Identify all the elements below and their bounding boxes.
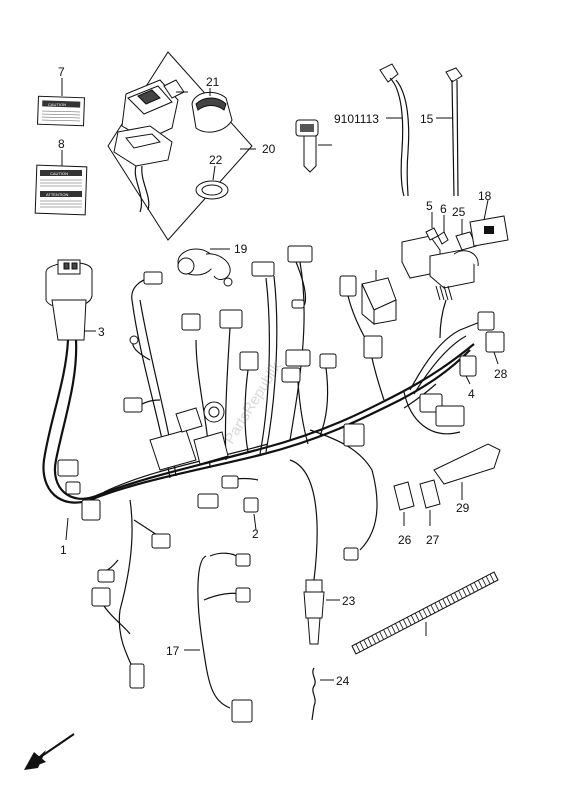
caution-label-7: CAUTION — [37, 78, 85, 127]
label-25: 28 — [494, 367, 508, 381]
label-23: 26 — [398, 533, 412, 547]
spring-21 — [311, 667, 334, 721]
label-24: 27 — [426, 533, 440, 547]
connector-2 — [243, 497, 259, 531]
label-26: 29 — [456, 501, 470, 515]
label-8: 8 — [58, 137, 65, 151]
bracket-26 — [433, 443, 501, 500]
main-wiring-harness-1 — [42, 245, 505, 689]
label-8-subtitle: ATTENTION — [46, 192, 68, 197]
label-7: 7 — [58, 65, 65, 79]
socket-cap-16 — [177, 248, 233, 287]
label-14: 17 — [166, 644, 180, 658]
key-28 — [295, 119, 332, 173]
label-2: 2 — [252, 527, 259, 541]
label-8-title: CAUTION — [50, 171, 68, 176]
label-6: 6 — [440, 202, 447, 216]
label-1: 1 — [60, 543, 67, 557]
corrugated-tube-29 — [351, 571, 499, 655]
front-direction-arrow-icon — [24, 733, 75, 770]
caution-label-8: CAUTION ATTENTION — [34, 150, 88, 216]
label-15: 18 — [478, 189, 492, 203]
oxygen-sensor-20 — [303, 579, 340, 645]
ignition-switch-kit-17 — [107, 51, 256, 241]
fuse-box-assembly — [401, 199, 509, 301]
sub-harness-14 — [184, 552, 253, 723]
label-16: 19 — [234, 242, 248, 256]
label-4: 4 — [468, 387, 475, 401]
cable-tie-9-10-11-13 — [379, 63, 410, 197]
label-7-title: CAUTION — [48, 102, 66, 107]
cable-tie-12 — [436, 67, 463, 197]
label-5: 5 — [426, 199, 433, 213]
label-20: 23 — [342, 594, 356, 608]
label-17: 20 — [262, 142, 276, 156]
label-12: 15 — [420, 112, 434, 126]
label-19: 22 — [209, 153, 223, 167]
parts-23-24 — [393, 479, 441, 526]
relay-27 — [361, 270, 397, 326]
label-9-10-11-13: 9101113 — [334, 112, 379, 126]
callout-labels: 7 8 21 22 20 9101113 15 5 6 25 18 19 3 4… — [58, 65, 508, 688]
label-21: 24 — [336, 674, 350, 688]
label-22: 25 — [452, 205, 466, 219]
label-3: 3 — [98, 325, 105, 339]
label-18: 21 — [206, 75, 220, 89]
